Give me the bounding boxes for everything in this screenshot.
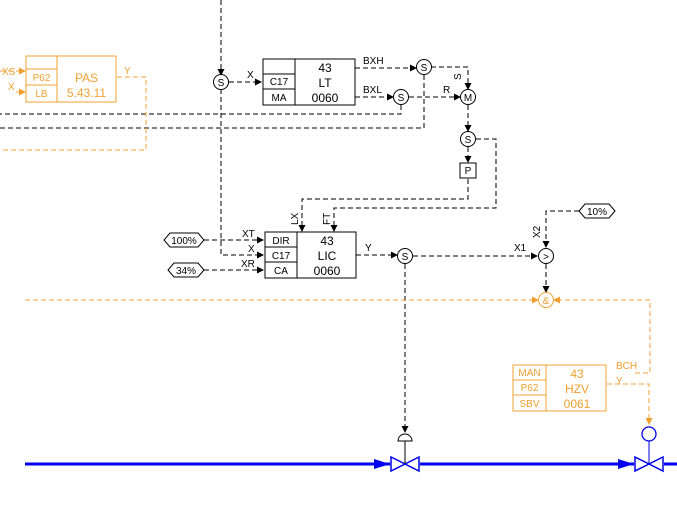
lt-out-bxh: BXH [363, 56, 384, 67]
const-34[interactable]: 34% [167, 262, 205, 278]
hzv-out-bch: BCH [616, 361, 637, 372]
hzv-out-y: Y [616, 376, 623, 387]
pas-out-y: Y [124, 66, 131, 77]
lt-row-1: C17 [270, 77, 289, 88]
hzv-block[interactable]: MAN P62 SBV 43 HZV 0061 [512, 364, 607, 412]
signal-lines-orange [0, 67, 653, 425]
lt-loop: 43 [318, 61, 332, 75]
hzv-row-3: SBV [519, 399, 539, 410]
pas-in-x: X [8, 82, 15, 93]
const-100-label: 100% [171, 236, 197, 247]
motor-m[interactable]: M [460, 89, 476, 105]
const-10-label: 10% [587, 207, 607, 218]
valve-body-icon [634, 455, 651, 473]
s-symbol-icon: S [402, 252, 409, 263]
lt-name: LT [318, 76, 332, 90]
lic-block[interactable]: DIR C17 CA 43 LIC 0060 [264, 231, 357, 279]
lt-block[interactable]: C17 MA 43 LT 0060 [262, 58, 356, 106]
s-symbol-icon: S [421, 63, 428, 74]
pas-name: PAS [75, 71, 98, 85]
pas-block[interactable]: P62 LB PAS 5.43.11 [25, 55, 117, 103]
onoff-valve-2[interactable] [634, 426, 664, 473]
lic-in-lx: LX [290, 212, 301, 225]
lic-loop: 43 [320, 234, 334, 248]
selector-s2[interactable]: S [416, 59, 432, 75]
hzv-row-2: P62 [521, 383, 539, 394]
lic-row-2: C17 [272, 251, 291, 262]
hzv-row-1: MAN [518, 368, 540, 379]
lic-out-y: Y [365, 243, 372, 254]
valve-body-icon [647, 455, 664, 473]
hzv-number: 0061 [564, 397, 591, 411]
const-100[interactable]: 100% [163, 232, 205, 248]
actuator-icon [397, 433, 413, 442]
lic-row-1: DIR [272, 236, 289, 247]
p-symbol-icon: P [465, 166, 472, 177]
hzv-loop: 43 [570, 367, 584, 381]
actuator-icon [641, 426, 657, 442]
s-symbol-icon: S [218, 78, 225, 89]
pas-number: 5.43.11 [67, 86, 106, 100]
valve-body-icon [403, 455, 420, 473]
control-valve-1[interactable] [390, 433, 420, 473]
m-in-s: S [453, 73, 464, 80]
const-10[interactable]: 10% [578, 203, 616, 219]
lic-row-3: CA [274, 266, 288, 277]
valve-body-icon [390, 455, 407, 473]
comparator-gt[interactable]: > [538, 248, 554, 264]
lic-name: LIC [318, 249, 337, 263]
gt-in-x2: X2 [532, 225, 543, 238]
pas-row-2: LB [35, 89, 48, 100]
lt-row-2: MA [272, 93, 287, 104]
const-34-label: 34% [176, 266, 196, 277]
lt-in-x: X [247, 70, 254, 81]
selector-s1[interactable]: S [213, 74, 229, 90]
lic-in-xt: XT [242, 229, 255, 240]
lt-number: 0060 [312, 91, 339, 105]
lic-number: 0060 [314, 264, 341, 278]
flow-arrow-icon [374, 459, 390, 469]
gt-in-x1: X1 [514, 243, 527, 254]
p-block[interactable]: P [459, 162, 477, 179]
and-gate[interactable]: & [538, 292, 554, 308]
process-pipe [25, 459, 677, 469]
s-symbol-icon: S [465, 135, 472, 146]
pas-row-1: P62 [33, 73, 51, 84]
selector-s4[interactable]: S [460, 131, 476, 147]
pas-in-xs: XS [2, 67, 16, 78]
flow-arrow-icon [618, 459, 634, 469]
m-in-r: R [443, 85, 450, 96]
hzv-name: HZV [565, 382, 589, 396]
lt-out-bxl: BXL [363, 85, 382, 96]
s-symbol-icon: S [398, 93, 405, 104]
lic-in-xr: XR [241, 259, 255, 270]
selector-s3[interactable]: S [393, 89, 409, 105]
gt-symbol-icon: > [543, 252, 549, 263]
selector-s5[interactable]: S [397, 248, 413, 264]
lic-in-x: X [248, 244, 255, 255]
lic-in-ft: FT [322, 213, 333, 225]
signal-lines [0, 0, 579, 433]
m-symbol-icon: M [464, 93, 472, 104]
and-symbol-icon: & [543, 296, 550, 307]
